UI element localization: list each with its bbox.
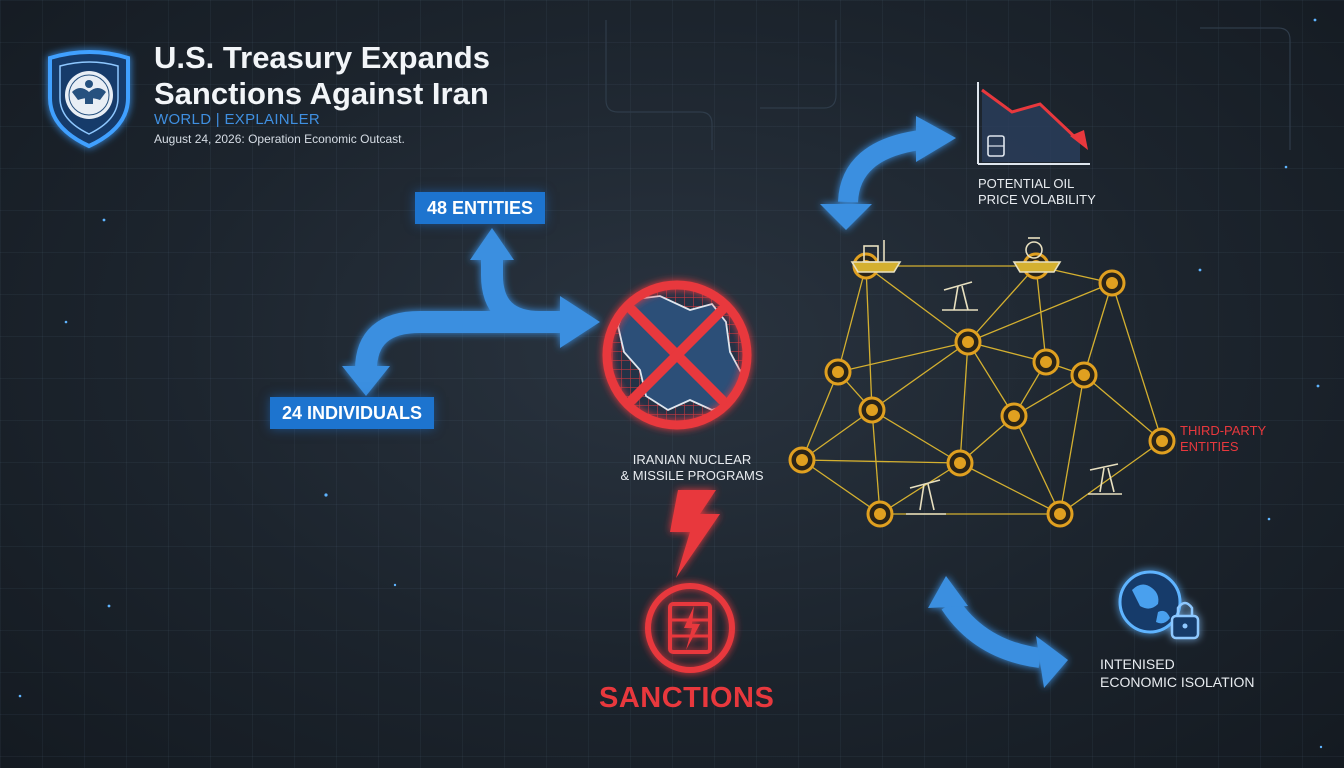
network-node-core — [832, 366, 844, 378]
isolation-line-2: ECONOMIC ISOLATION — [1100, 674, 1255, 690]
network-node-core — [874, 508, 886, 520]
us-seal-shield-icon — [48, 50, 130, 149]
network-node-core — [796, 454, 808, 466]
program-label-line-2: & MISSILE PROGRAMS — [620, 468, 764, 483]
network-node-core — [954, 457, 966, 469]
sanctions-label: SANCTIONS — [599, 682, 775, 714]
page-title: U.S. Treasury Expands Sanctions Against … — [154, 40, 490, 112]
third-party-label: THIRD-PARTY ENTITIES — [1180, 423, 1266, 455]
lightning-bolt-icon — [670, 490, 720, 578]
sanctions-barrel-icon — [645, 583, 735, 673]
network-edges — [801, 265, 1163, 515]
network-node-core — [1078, 369, 1090, 381]
oil-price-chart-icon — [977, 82, 1090, 165]
isolation-curve-arrow — [928, 576, 1068, 688]
title-line-1: U.S. Treasury Expands — [154, 40, 490, 75]
globe-lock-icon — [1118, 570, 1200, 640]
network-node-core — [1054, 508, 1066, 520]
flow-arrows-left — [342, 228, 600, 396]
program-label: IRANIAN NUCLEAR & MISSILE PROGRAMS — [600, 452, 784, 484]
isolation-line-1: INTENISED — [1100, 656, 1175, 672]
oil-tanker-icon — [850, 240, 902, 273]
individuals-count-badge: 24 INDIVIDUALS — [270, 397, 435, 429]
oil-pump-jack-icon — [942, 281, 978, 311]
dateline: August 24, 2026: Operation Economic Outc… — [154, 132, 405, 146]
oil-label-line-2: PRICE VOLABILITY — [978, 192, 1096, 207]
network-node-core — [962, 336, 974, 348]
oil-pump-jack-icon — [906, 479, 946, 515]
oil-label-line-1: POTENTIAL OIL — [978, 176, 1075, 191]
oil-tanker-icon — [1012, 237, 1062, 273]
third-party-line-2: ENTITIES — [1180, 439, 1239, 454]
title-line-2: Sanctions Against Iran — [154, 76, 489, 111]
third-party-line-1: THIRD-PARTY — [1180, 423, 1267, 438]
network-node-core — [1008, 410, 1020, 422]
oil-curve-arrow — [820, 116, 956, 230]
iran-map-prohibited-icon — [602, 280, 752, 430]
section-kicker: WORLD | EXPLAINLER — [154, 111, 321, 128]
circuit-traces — [605, 20, 1291, 150]
oil-volatility-label: POTENTIAL OIL PRICE VOLABILITY — [978, 176, 1096, 208]
network-node-core — [1040, 356, 1052, 368]
network-node-core — [1156, 435, 1168, 447]
entities-count-badge: 48 ENTITIES — [415, 192, 546, 224]
network-node-core — [866, 404, 878, 416]
oil-pump-jack-icon — [1088, 463, 1122, 495]
isolation-label: INTENISED ECONOMIC ISOLATION — [1100, 655, 1255, 691]
network-nodes — [788, 252, 1176, 528]
network-node-core — [1106, 277, 1118, 289]
program-label-line-1: IRANIAN NUCLEAR — [632, 452, 752, 467]
star-dots — [18, 18, 1323, 749]
